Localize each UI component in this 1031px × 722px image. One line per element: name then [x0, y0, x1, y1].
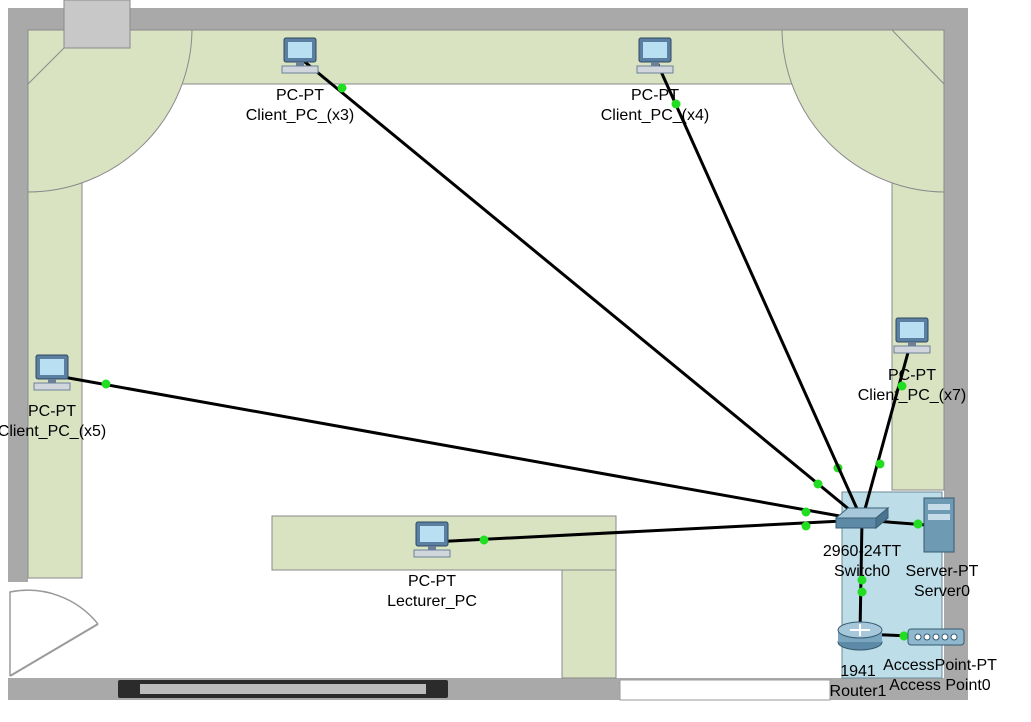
device-pc7[interactable]: PC-PT Client_PC_(x7) — [858, 317, 966, 404]
switch-icon — [834, 506, 890, 530]
pc-icon — [33, 354, 71, 391]
corner-desk-left — [27, 29, 193, 193]
device-name-label: Access Point0 — [889, 677, 990, 694]
pc-icon — [413, 521, 451, 558]
double-door — [619, 679, 831, 701]
device-lecturer[interactable]: PC-PT Lecturer_PC — [387, 521, 477, 610]
device-pc3[interactable]: PC-PT Client_PC_(x3) — [246, 37, 354, 124]
door-leaf — [9, 623, 99, 677]
device-type-label: PC-PT — [888, 367, 936, 384]
device-name-label: Server0 — [914, 583, 970, 600]
corner-desk-right — [781, 29, 945, 193]
link-pc4-switch0[interactable] — [653, 57, 864, 521]
device-server0[interactable]: Server-PT Server0 — [906, 497, 979, 600]
device-type-label: PC-PT — [631, 87, 679, 104]
wall-box — [63, 0, 131, 49]
pc-icon — [636, 37, 674, 74]
device-type-label: PC-PT — [276, 87, 324, 104]
link-lecturer-switch0[interactable] — [431, 518, 863, 544]
device-pc5[interactable]: PC-PT Client_PC_(x5) — [0, 354, 106, 440]
device-switch0[interactable]: 2960-24TT Switch0 — [823, 506, 901, 580]
device-name-label: Lecturer_PC — [387, 593, 477, 610]
port-indicator — [857, 587, 867, 597]
pc-icon — [893, 317, 931, 354]
room-floor — [28, 30, 944, 678]
device-name-label: Client_PC_(x7) — [858, 387, 966, 404]
window-glass — [140, 684, 426, 694]
port-indicator — [899, 631, 909, 641]
port-indicator — [897, 381, 907, 391]
port-indicator — [801, 507, 811, 517]
port-indicator — [101, 379, 111, 389]
port-indicator — [671, 99, 681, 109]
device-type-label: 2960-24TT — [823, 543, 901, 560]
port-indicator — [801, 521, 811, 531]
port-indicator — [857, 575, 867, 585]
link-pc7-switch0[interactable] — [860, 337, 914, 521]
server-icon — [923, 497, 955, 553]
port-indicator — [479, 535, 489, 545]
device-type-label: PC-PT — [28, 403, 76, 420]
access-point-icon — [907, 628, 965, 646]
link-pc5-switch0[interactable] — [51, 373, 863, 522]
port-indicator — [813, 479, 823, 489]
device-type-label: PC-PT — [408, 573, 456, 590]
pc-icon — [281, 37, 319, 74]
device-name-label: Client_PC_(x3) — [246, 107, 354, 124]
door-swing — [9, 589, 99, 676]
device-type-label: AccessPoint-PT — [883, 657, 997, 674]
port-indicator — [875, 459, 885, 469]
device-name-label: Router1 — [830, 683, 887, 700]
port-indicator — [913, 519, 923, 529]
device-name-label: Client_PC_(x5) — [0, 423, 106, 440]
device-type-label: Server-PT — [906, 563, 979, 580]
device-name-label: Switch0 — [834, 563, 890, 580]
link-pc3-switch0[interactable] — [299, 56, 863, 522]
device-pc4[interactable]: PC-PT Client_PC_(x4) — [601, 37, 709, 124]
device-type-label: 1941 — [840, 663, 876, 680]
device-name-label: Client_PC_(x4) — [601, 107, 709, 124]
port-indicator — [337, 83, 347, 93]
router-icon — [837, 621, 883, 651]
device-ap0[interactable]: AccessPoint-PT Access Point0 — [883, 628, 997, 694]
